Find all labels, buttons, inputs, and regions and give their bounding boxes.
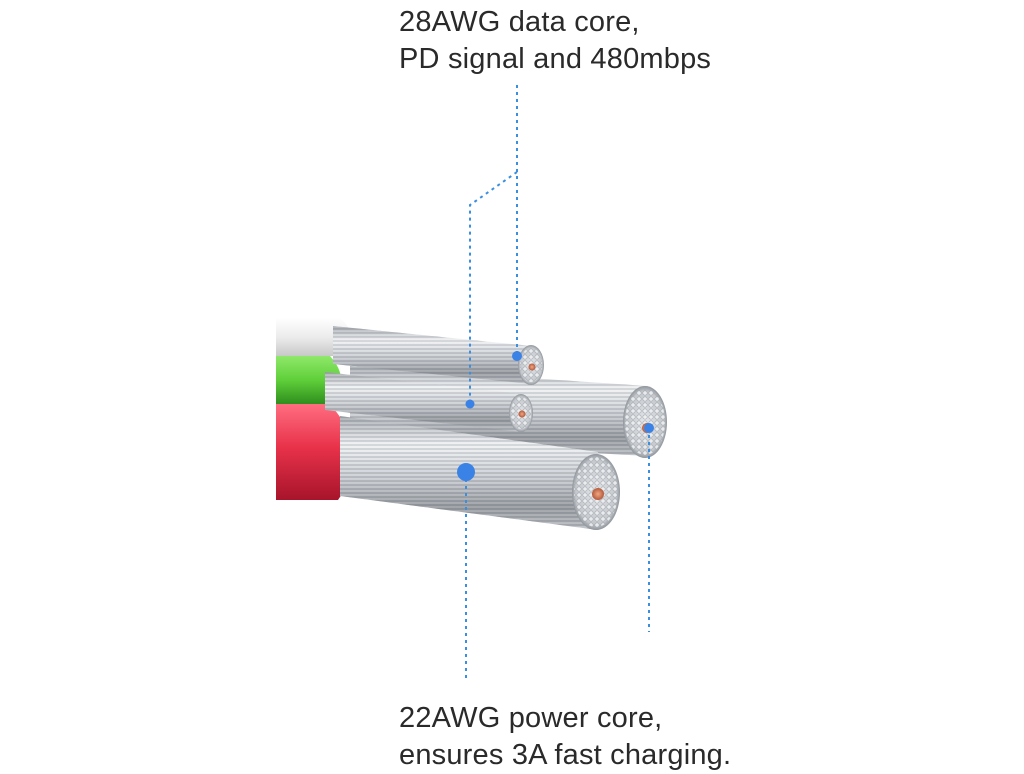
power-core-caption: 22AWG power core, ensures 3A fast chargi… xyxy=(399,700,731,774)
data-core-caption-line2: PD signal and 480mbps xyxy=(399,43,712,75)
power-core-marker-main xyxy=(457,463,475,481)
power-core-caption-line1: 22AWG power core, xyxy=(399,702,663,734)
power-core-marker-back xyxy=(644,423,654,433)
data-core-marker-top xyxy=(512,351,522,361)
data-core-marker-middle xyxy=(465,399,475,409)
data-core-caption: 28AWG data core, PD signal and 480mbps xyxy=(399,4,711,78)
data-core-leader-lines xyxy=(469,85,518,404)
green-jacket xyxy=(276,356,341,404)
white-jacket xyxy=(276,318,351,356)
red-jacket xyxy=(276,404,354,500)
power-core-caption-line2: ensures 3A fast charging. xyxy=(399,739,732,771)
power-core-leader-lines xyxy=(465,428,650,680)
data-core-caption-line1: 28AWG data core, xyxy=(399,6,640,38)
top-data-core-strands xyxy=(333,326,544,385)
middle-data-core-strands xyxy=(325,372,533,432)
